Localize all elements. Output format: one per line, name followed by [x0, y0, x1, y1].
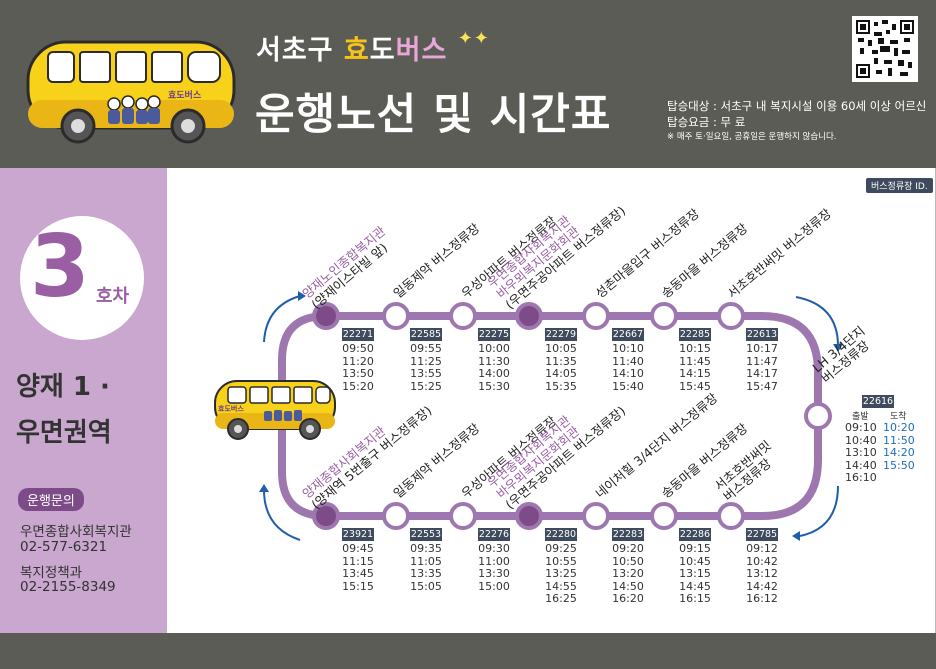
stop-marker[interactable]: [449, 302, 477, 330]
stop-id-badge: 22271: [342, 328, 374, 341]
stop-marker[interactable]: [515, 302, 543, 330]
header-subtitle-hyo: 효: [343, 35, 370, 66]
header-subtitle: 서초구 효도버스 ✦✦: [256, 28, 490, 67]
stop-id-badge: 22616: [862, 395, 894, 408]
stop-id-badge: 22553: [410, 528, 442, 541]
arrival-header: 도착: [890, 412, 907, 422]
stop-id-badge: 22667: [612, 328, 644, 341]
route-line: [278, 312, 822, 520]
arrow-head-icon: [792, 531, 800, 541]
header-subtitle-do: 도: [369, 35, 396, 66]
service-note: ※ 매주 토·일요일, 공휴일은 운행하지 않습니다.: [667, 132, 837, 142]
route-number: 3: [30, 217, 90, 317]
top-stop-markers: [312, 302, 745, 330]
stop-marker[interactable]: [515, 502, 543, 530]
small-bus-icon: [214, 380, 336, 440]
target-riders-label: 탑승대상 : 서초구 내 복지시설 이용 60세 이상 어르신: [667, 99, 927, 113]
route-number-suffix: 호차: [96, 286, 130, 307]
stop-id-badge: 22285: [679, 328, 711, 341]
header-bus-sign: 효도버스: [168, 91, 202, 101]
footer-bar: [0, 633, 936, 669]
bottom-stop-markers: [312, 502, 745, 530]
stop-id-badge: 22283: [612, 528, 644, 541]
arrow-head-icon: [259, 484, 269, 492]
area-name-line1: 양재 1 ·: [16, 372, 110, 402]
direction-arrow-top-right: [795, 296, 839, 347]
stop-marker[interactable]: [582, 502, 610, 530]
small-bus-sign: 효도버스: [218, 405, 244, 413]
header-bus-icon: [26, 40, 236, 144]
stop-marker[interactable]: [650, 302, 678, 330]
contact1-phone[interactable]: 02-577-6321: [20, 539, 108, 555]
stop-marker[interactable]: [717, 302, 745, 330]
stop-marker[interactable]: [650, 502, 678, 530]
contact2-phone[interactable]: 02-2155-8349: [20, 579, 116, 595]
area-name-line2: 우면권역: [16, 418, 112, 448]
stop-id-badge: 22276: [478, 528, 510, 541]
stop-id-badge: 22585: [410, 328, 442, 341]
departure-header: 출발: [852, 412, 869, 422]
stop-marker[interactable]: [382, 302, 410, 330]
stop-marker[interactable]: [312, 502, 340, 530]
stop-marker[interactable]: [312, 302, 340, 330]
stop-marker[interactable]: [582, 302, 610, 330]
contact1-name: 우면종합사회복지관: [20, 524, 132, 540]
header-subtitle-bus: 버스: [395, 35, 448, 66]
stop-marker[interactable]: [804, 402, 832, 430]
arrow-head-icon: [298, 291, 306, 301]
stop-id-badge: 22286: [679, 528, 711, 541]
contact2-name: 복지정책과: [20, 565, 83, 581]
arrow-head-icon: [833, 344, 843, 352]
qr-code-icon[interactable]: [852, 16, 918, 82]
stop-id-badge: 22280: [545, 528, 577, 541]
bus-stop-id-legend: 버스정류장 ID.: [866, 178, 933, 193]
stop-marker[interactable]: [382, 502, 410, 530]
sparkle-icon: ✦✦: [457, 28, 490, 49]
contact-title: 운행문의: [18, 488, 84, 511]
direction-arrow-top-left: [263, 295, 301, 343]
route-number-badge: [20, 216, 144, 340]
stop-marker[interactable]: [717, 502, 745, 530]
direction-arrow-bottom-right: [799, 485, 839, 537]
stop-id-badge: 22275: [478, 328, 510, 341]
stop-id-badge: 22785: [746, 528, 778, 541]
stop-id-badge: 22279: [545, 328, 577, 341]
header-subtitle-prefix: 서초구: [256, 35, 344, 66]
stop-id-badge: 23921: [342, 528, 374, 541]
stop-id-badge: 22613: [746, 328, 778, 341]
direction-arrow-bottom-left: [263, 489, 301, 541]
stop-marker[interactable]: [449, 502, 477, 530]
page-title: 운행노선 및 시간표: [255, 90, 612, 140]
fare-label: 탑승요금 : 무 료: [667, 115, 746, 129]
